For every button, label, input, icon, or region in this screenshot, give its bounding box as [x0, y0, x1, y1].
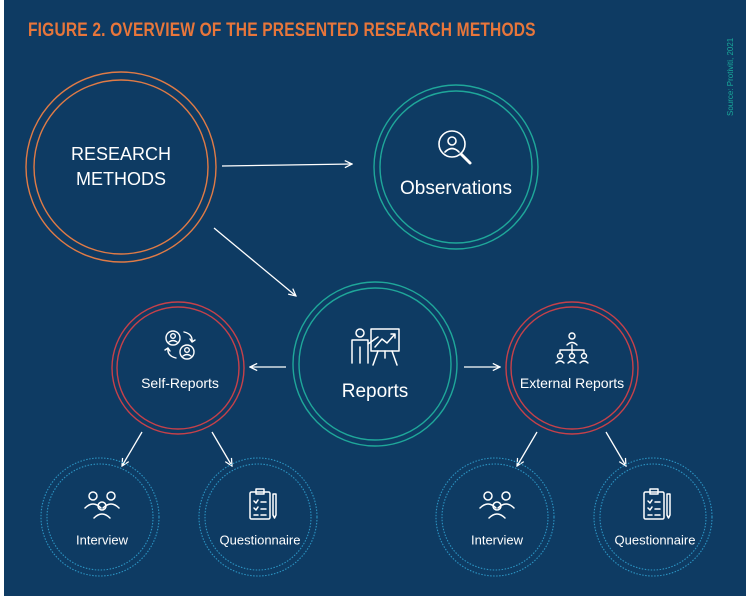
reports-label: Reports: [341, 381, 409, 402]
research-methods-line1: RESEARCH: [70, 144, 172, 164]
edge-external-to-questionnaire: [605, 431, 626, 466]
reports-node: [292, 281, 458, 447]
interview-right-node: [435, 457, 555, 577]
edge-research-to-observations: [221, 164, 352, 166]
clipboard-icon: [249, 488, 277, 520]
diagram-svg: [25, 71, 713, 577]
research-methods-label: RESEARCH METHODS: [71, 142, 171, 192]
figure-title: FIGURE 2. OVERVIEW OF THE PRESENTED RESE…: [28, 20, 536, 41]
presentation-icon: [351, 328, 400, 366]
observations-node: [373, 84, 539, 250]
group-icon: [479, 491, 515, 519]
edge-self-to-questionnaire: [211, 431, 232, 466]
questionnaire-left-label: Questionnaire: [219, 532, 301, 548]
external-reports-label: External Reports: [519, 375, 625, 391]
edge-self-to-interview: [122, 431, 143, 466]
questionnaire-right-label: Questionnaire: [614, 532, 696, 548]
self-reports-label: Self-Reports: [141, 375, 219, 391]
questionnaire-right-node: [593, 457, 713, 577]
diagram-canvas: FIGURE 2. OVERVIEW OF THE PRESENTED RESE…: [4, 0, 746, 596]
clipboard-icon: [643, 488, 671, 520]
research-methods-line2: METHODS: [76, 169, 166, 189]
external-reports-node: [505, 301, 639, 435]
questionnaire-left-node: [198, 457, 318, 577]
edge-research-to-reports: [213, 227, 296, 296]
observations-label: Observations: [400, 178, 512, 199]
self-reports-node: [111, 301, 245, 435]
hierarchy-icon: [555, 332, 589, 364]
interview-right-label: Interview: [470, 532, 524, 548]
research-methods-node: [25, 71, 217, 263]
people-exchange-icon: [164, 330, 196, 360]
search-person-icon: [438, 130, 472, 165]
group-icon: [84, 491, 120, 519]
interview-left-label: Interview: [75, 532, 129, 548]
interview-left-node: [40, 457, 160, 577]
edge-external-to-interview: [517, 431, 538, 466]
